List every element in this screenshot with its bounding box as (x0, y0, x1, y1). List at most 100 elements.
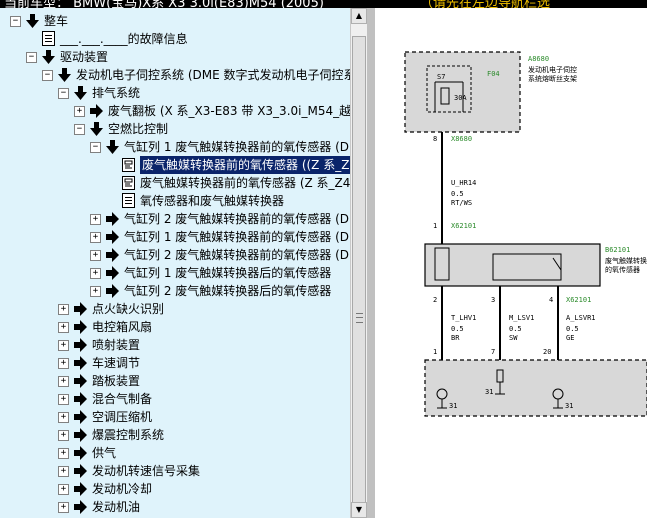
sensor-desc-1: 废气触媒转换 (605, 256, 647, 265)
tree-node[interactable]: − 排气系统 (0, 84, 350, 102)
arrow-right-icon (106, 248, 119, 262)
expand-toggle-icon[interactable]: + (90, 250, 101, 261)
tree-node[interactable]: − 气缸列 1 废气触媒转换器前的氧传感器 (D (0, 138, 350, 156)
tree-node-label[interactable]: 供气 (92, 446, 117, 460)
tree-node[interactable]: 废气触媒转换器前的氧传感器 (Z 系_Z4 (0, 174, 350, 192)
tree-node-label[interactable]: 气缸列 2 废气触媒转换器后的氧传感器 (124, 284, 332, 298)
expand-toggle-icon[interactable]: + (58, 484, 69, 495)
scroll-thumb[interactable] (352, 36, 366, 506)
oxygen-sensor-box (424, 243, 601, 287)
tree-node[interactable]: + 发动机油 (0, 498, 350, 516)
tree-node[interactable]: 废气触媒转换器前的氧传感器 ((Z 系_Z (0, 156, 350, 174)
expand-toggle-icon[interactable]: + (90, 214, 101, 225)
tree-node[interactable]: 氧传感器和废气触媒转换器 (0, 192, 350, 210)
expand-toggle-icon[interactable]: + (58, 430, 69, 441)
tree-node[interactable]: + 气缸列 2 废气触媒转换器前的氧传感器 (D (0, 210, 350, 228)
tree-node[interactable]: + 电控箱风扇 (0, 318, 350, 336)
wire1-color: RT/WS (451, 199, 472, 207)
tree-node-label[interactable]: ___.___.____的故障信息 (60, 32, 188, 46)
tree-node[interactable]: + 爆震控制系统 (0, 426, 350, 444)
tree-node[interactable]: − 驱动装置 (0, 48, 350, 66)
tree-node-label[interactable]: 气缸列 1 废气触媒转换器前的氧传感器 (D (124, 230, 350, 244)
wire3-name: M_LSV1 (509, 314, 534, 322)
fuse-symbol (440, 87, 450, 105)
tree-node-label[interactable]: 踏板装置 (92, 374, 141, 388)
expand-toggle-icon[interactable]: + (74, 106, 85, 117)
expand-toggle-icon[interactable]: + (58, 502, 69, 513)
expand-toggle-icon[interactable]: + (58, 412, 69, 423)
scroll-down-button[interactable]: ▼ (351, 502, 367, 518)
tree-node[interactable]: + 气缸列 2 废气触媒转换器后的氧传感器 (0, 282, 350, 300)
arrow-right-icon (106, 230, 119, 244)
tree-node[interactable]: + 发动机冷却 (0, 480, 350, 498)
expand-toggle-icon[interactable]: + (90, 268, 101, 279)
arrow-right-icon (74, 356, 87, 370)
expand-toggle-icon[interactable]: + (58, 358, 69, 369)
scroll-up-button[interactable]: ▲ (351, 8, 367, 24)
wire1-name: U_HR14 (451, 179, 476, 187)
tree-node[interactable]: + 车速调节 (0, 354, 350, 372)
tree-node[interactable]: + 喷射装置 (0, 336, 350, 354)
collapse-toggle-icon[interactable]: − (42, 70, 53, 81)
tree-node-label[interactable]: 废气触媒转换器前的氧传感器 ((Z 系_Z (140, 156, 350, 174)
tree-node-label[interactable]: 混合气制备 (92, 392, 153, 406)
expand-toggle-icon[interactable]: + (58, 466, 69, 477)
tree-node[interactable]: + 气缸列 1 废气触媒转换器前的氧传感器 (D (0, 228, 350, 246)
tree-node[interactable]: + 气缸列 1 废气触媒转换器后的氧传感器 (0, 264, 350, 282)
tree-node-label[interactable]: 喷射装置 (92, 338, 141, 352)
tree-node-label[interactable]: 排气系统 (92, 86, 141, 100)
ground-symbol-2 (495, 369, 505, 395)
tree-node[interactable]: + 踏板装置 (0, 372, 350, 390)
tree-node-label[interactable]: 车速调节 (92, 356, 141, 370)
tree-node-label[interactable]: 气缸列 2 废气触媒转换器前的氧传感器 (D (124, 248, 350, 262)
tree-node[interactable]: ___.___.____的故障信息 (0, 30, 350, 48)
expand-toggle-icon[interactable]: + (58, 394, 69, 405)
tree-node-label[interactable]: 废气翻板 (X 系_X3-E83 带 X3_3.0i_M54_越野 (108, 104, 350, 118)
collapse-toggle-icon[interactable]: − (74, 124, 85, 135)
tree-node-label[interactable]: 空调压缩机 (92, 410, 153, 424)
expand-toggle-icon[interactable]: + (90, 232, 101, 243)
tree-node[interactable]: + 供气 (0, 444, 350, 462)
tree-node[interactable]: + 混合气制备 (0, 390, 350, 408)
tree-node[interactable]: − 整车 (0, 12, 350, 30)
expand-toggle-icon[interactable]: + (90, 286, 101, 297)
tree-node-label[interactable]: 发动机油 (92, 500, 141, 514)
tree-node[interactable]: + 废气翻板 (X 系_X3-E83 带 X3_3.0i_M54_越野 (0, 102, 350, 120)
pane-splitter[interactable] (367, 8, 375, 518)
tree-node-label[interactable]: 发动机冷却 (92, 482, 153, 496)
tree-node-label[interactable]: 氧传感器和废气触媒转换器 (140, 194, 285, 208)
tree-node-label[interactable]: 爆震控制系统 (92, 428, 165, 442)
tree-node-label[interactable]: 点火缺火识别 (92, 302, 165, 316)
tree-node-label[interactable]: 气缸列 1 废气触媒转换器前的氧传感器 (D (124, 140, 350, 154)
tree-node-label[interactable]: 整车 (44, 14, 69, 28)
tree-node-label[interactable]: 废气触媒转换器前的氧传感器 (Z 系_Z4 (140, 176, 350, 190)
collapse-toggle-icon[interactable]: − (58, 88, 69, 99)
expand-toggle-icon[interactable]: + (58, 304, 69, 315)
expand-toggle-icon[interactable]: + (58, 376, 69, 387)
tree-node-label[interactable]: 驱动装置 (60, 50, 109, 64)
tree-node[interactable]: − 空燃比控制 (0, 120, 350, 138)
tree-node[interactable]: + 发动机转速信号采集 (0, 462, 350, 480)
tree-scrollbar[interactable]: ▲ ▼ (350, 8, 367, 518)
tree-node-label[interactable]: 电控箱风扇 (92, 320, 153, 334)
expand-toggle-icon[interactable]: + (58, 322, 69, 333)
tree-node-label[interactable]: 发动机电子伺控系统 (DME 数字式发动机电子伺控系 (76, 68, 350, 82)
tree-node[interactable]: − 发动机电子伺控系统 (DME 数字式发动机电子伺控系 (0, 66, 350, 84)
collapse-toggle-icon[interactable]: − (90, 142, 101, 153)
collapse-toggle-icon[interactable]: − (10, 16, 21, 27)
tree-node[interactable]: + 气缸列 2 废气触媒转换器前的氧传感器 (D (0, 246, 350, 264)
collapse-toggle-icon[interactable]: − (26, 52, 37, 63)
expand-toggle-icon[interactable]: + (58, 448, 69, 459)
expand-toggle-icon[interactable]: + (58, 340, 69, 351)
sensor-pin-2: 3 (491, 296, 495, 304)
arrow-right-icon (74, 392, 87, 406)
tree-node-label[interactable]: 气缸列 1 废气触媒转换器后的氧传感器 (124, 266, 332, 280)
tree-node-label[interactable]: 气缸列 2 废气触媒转换器前的氧传感器 (D (124, 212, 350, 226)
arrow-down-icon (58, 68, 71, 82)
tree-node-label[interactable]: 空燃比控制 (108, 122, 169, 136)
navigation-tree[interactable]: −整车___.___.____的故障信息−驱动装置−发动机电子伺控系统 (DME… (0, 8, 350, 518)
tree-node-label[interactable]: 发动机转速信号采集 (92, 464, 201, 478)
tree-node[interactable]: + 点火缺火识别 (0, 300, 350, 318)
tree-node[interactable]: + 空调压缩机 (0, 408, 350, 426)
arrow-right-icon (106, 266, 119, 280)
